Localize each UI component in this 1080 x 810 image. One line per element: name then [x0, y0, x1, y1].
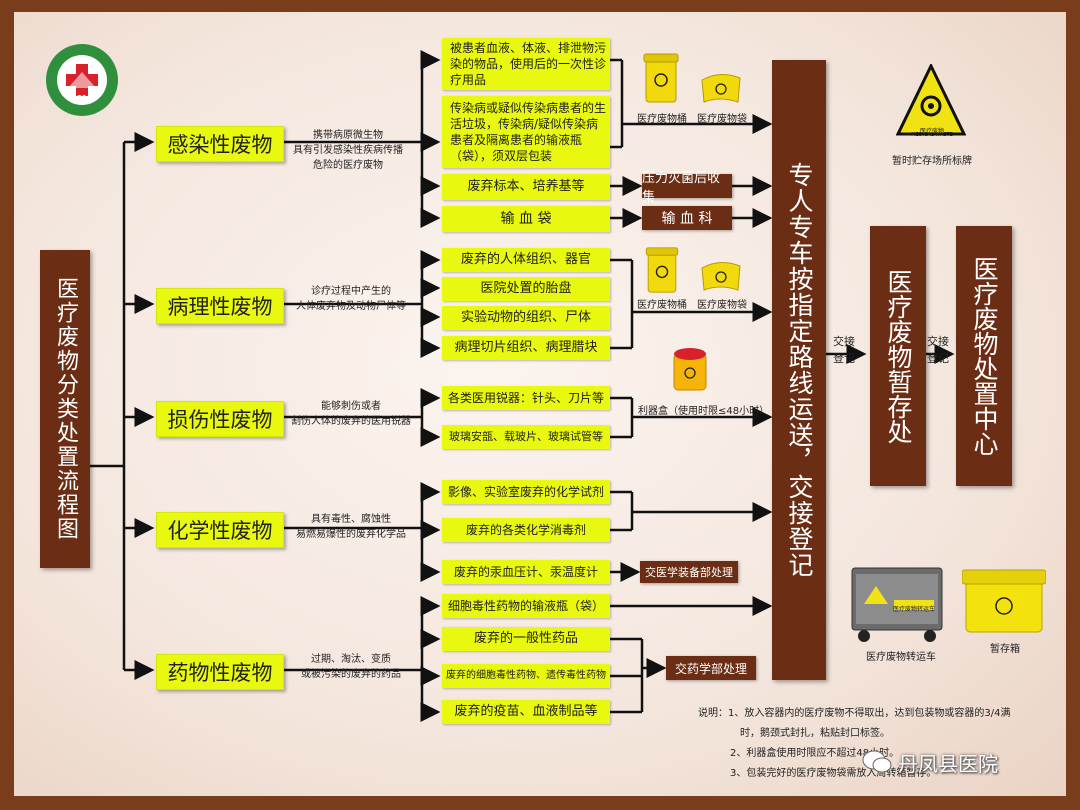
desc-infectious: 携带病原微生物 具有引发感染性疾病传播 危险的医疗废物: [286, 128, 410, 173]
item-infectious-specimens: 废弃标本、培养基等: [442, 174, 610, 200]
chat-bubble-icon: [862, 750, 892, 773]
bag-caption: 医疗废物袋: [697, 114, 747, 125]
disposal-center-box: 医疗废物处置中心: [956, 226, 1012, 486]
action-blood-dept: 输 血 科: [642, 206, 732, 230]
diagram-canvas: 1916 医疗废物分类处置流程图 感染性废物 病理性废物 损伤性废物 化学性废物…: [14, 12, 1066, 796]
temporary-storage-box: 医疗废物暂存处: [870, 226, 926, 486]
storage-box-icon: [962, 569, 1046, 633]
action-equipment-dept: 交医学装备部处理: [640, 561, 738, 583]
cart-label: 医疗废物转运车: [892, 606, 935, 613]
desc-line: 能够刺伤或者: [321, 401, 381, 412]
bag-caption: 医疗废物袋: [697, 300, 747, 311]
note-line: 2、利器盒使用时限应不超过48小时。: [730, 748, 900, 759]
item-infectious-patient-waste: 传染病或疑似传染病患者的生活垃圾，传染病/疑似传染病患者及隔离患者的输液瓶（袋）…: [442, 96, 610, 168]
category-chemical: 化学性废物: [156, 512, 284, 548]
desc-line: 割伤人体的废弃的医用锐器: [291, 416, 411, 427]
waste-bin-icon: [643, 53, 679, 103]
handover-label-1: 交接登记: [833, 335, 855, 365]
hospital-logo: 1916: [44, 42, 120, 118]
notes: 说明：1、放入容器内的医疗废物不得取出，达到包装物或容器的3/4满 时，鹅颈式封…: [698, 704, 1054, 784]
handover-label-2: 交接登记: [927, 335, 949, 365]
page-title: 医疗废物分类处置流程图: [40, 250, 90, 568]
bin-caption: 医疗废物桶: [637, 300, 687, 311]
item-drug-cytotoxic-bottle: 细胞毒性药物的输液瓶（袋）: [442, 594, 610, 618]
bin-caption: 医疗废物桶: [637, 114, 687, 125]
desc-line: 具有毒性、腐蚀性: [311, 514, 391, 525]
waste-bag-icon: [701, 262, 741, 291]
watermark: 丹凤县医院: [862, 744, 1062, 780]
desc-line: 或被污染的废弃的药品: [301, 669, 401, 680]
desc-pathological: 诊疗过程中产生的 人体废弃物及动物尸体等: [286, 284, 416, 314]
desc-line: 过期、淘汰、变质: [311, 654, 391, 665]
item-sharps-needles: 各类医用锐器：针头、刀片等: [442, 386, 610, 410]
category-pathological: 病理性废物: [156, 288, 284, 324]
desc-line: 人体废弃物及动物尸体等: [296, 301, 406, 312]
desc-line: 诊疗过程中产生的: [311, 286, 391, 297]
item-path-slides: 病理切片组织、病理腊块: [442, 336, 610, 360]
item-infectious-blood-bag: 输 血 袋: [442, 206, 610, 232]
item-infectious-contaminated: 被患者血液、体液、排泄物污染的物品，使用后的一次性诊疗用品: [442, 38, 610, 90]
item-chem-reagents: 影像、实验室废弃的化学试剂: [442, 480, 610, 504]
desc-line: 易燃易爆性的废弃化学品: [296, 529, 406, 540]
item-path-animal: 实验动物的组织、尸体: [442, 306, 610, 330]
waste-bag-icon: [701, 74, 741, 103]
item-chem-disinfectant: 废弃的各类化学消毒剂: [442, 518, 610, 542]
waste-bin-icon: [645, 247, 679, 293]
category-injurious: 损伤性废物: [156, 401, 284, 437]
transport-cart-icon: [851, 567, 943, 642]
sharps-box-icon: [673, 348, 707, 391]
desc-injurious: 能够刺伤或者 割伤人体的废弃的医用锐器: [286, 399, 416, 429]
biohazard-sign-icon: [896, 64, 966, 136]
note-line: 时，鹅颈式封扎，粘贴封口标签。: [740, 728, 890, 739]
desc-chemical: 具有毒性、腐蚀性 易燃易爆性的废弃化学品: [286, 512, 416, 542]
category-infectious: 感染性废物: [156, 126, 284, 162]
logo-icon: [46, 44, 118, 116]
sign-text-cn: 医疗废物: [919, 128, 944, 135]
note-line: 3、包装完好的医疗废物袋需放入周转箱暂存。: [730, 768, 937, 779]
item-drug-cytotoxic: 废弃的细胞毒性药物、遗传毒性药物: [442, 664, 610, 688]
item-drug-vaccines: 废弃的疫苗、血液制品等: [442, 700, 610, 724]
connector-lines: [90, 50, 955, 722]
sign-caption: 暂时贮存场所标牌: [892, 156, 972, 167]
desc-line: 具有引发感染性疾病传播: [293, 145, 403, 156]
watermark-text: 丹凤县医院: [898, 751, 998, 776]
desc-line: 危险的医疗废物: [313, 160, 383, 171]
item-chem-mercury: 废弃的汞血压计、汞温度计: [442, 560, 610, 584]
item-sharps-glass: 玻璃安瓿、载玻片、玻璃试管等: [442, 425, 610, 449]
sharps-box-caption: 利器盒（使用时限≤48小时）: [638, 406, 770, 417]
item-path-tissue: 废弃的人体组织、器官: [442, 248, 610, 272]
sign-text-en: MEDICAL WASTE: [911, 132, 953, 138]
logo-year: 1916: [72, 94, 92, 102]
action-pressure-sterilize: 压力灭菌后收集: [642, 171, 732, 205]
category-pharmaceutical: 药物性废物: [156, 654, 284, 690]
action-pharmacy-dept: 交药学部处理: [666, 656, 756, 680]
note-line: 说明：1、放入容器内的医疗废物不得取出，达到包装物或容器的3/4满: [698, 708, 1011, 719]
item-path-placenta: 医院处置的胎盘: [442, 277, 610, 301]
transport-box: 专人专车按指定路线运送，交接登记: [772, 60, 826, 680]
desc-line: 携带病原微生物: [313, 130, 383, 141]
storage-box-caption: 暂存箱: [990, 644, 1020, 655]
transport-cart-caption: 医疗废物转运车: [866, 652, 936, 663]
item-drug-general: 废弃的一般性药品: [442, 627, 610, 651]
desc-pharmaceutical: 过期、淘汰、变质 或被污染的废弃的药品: [286, 652, 416, 682]
